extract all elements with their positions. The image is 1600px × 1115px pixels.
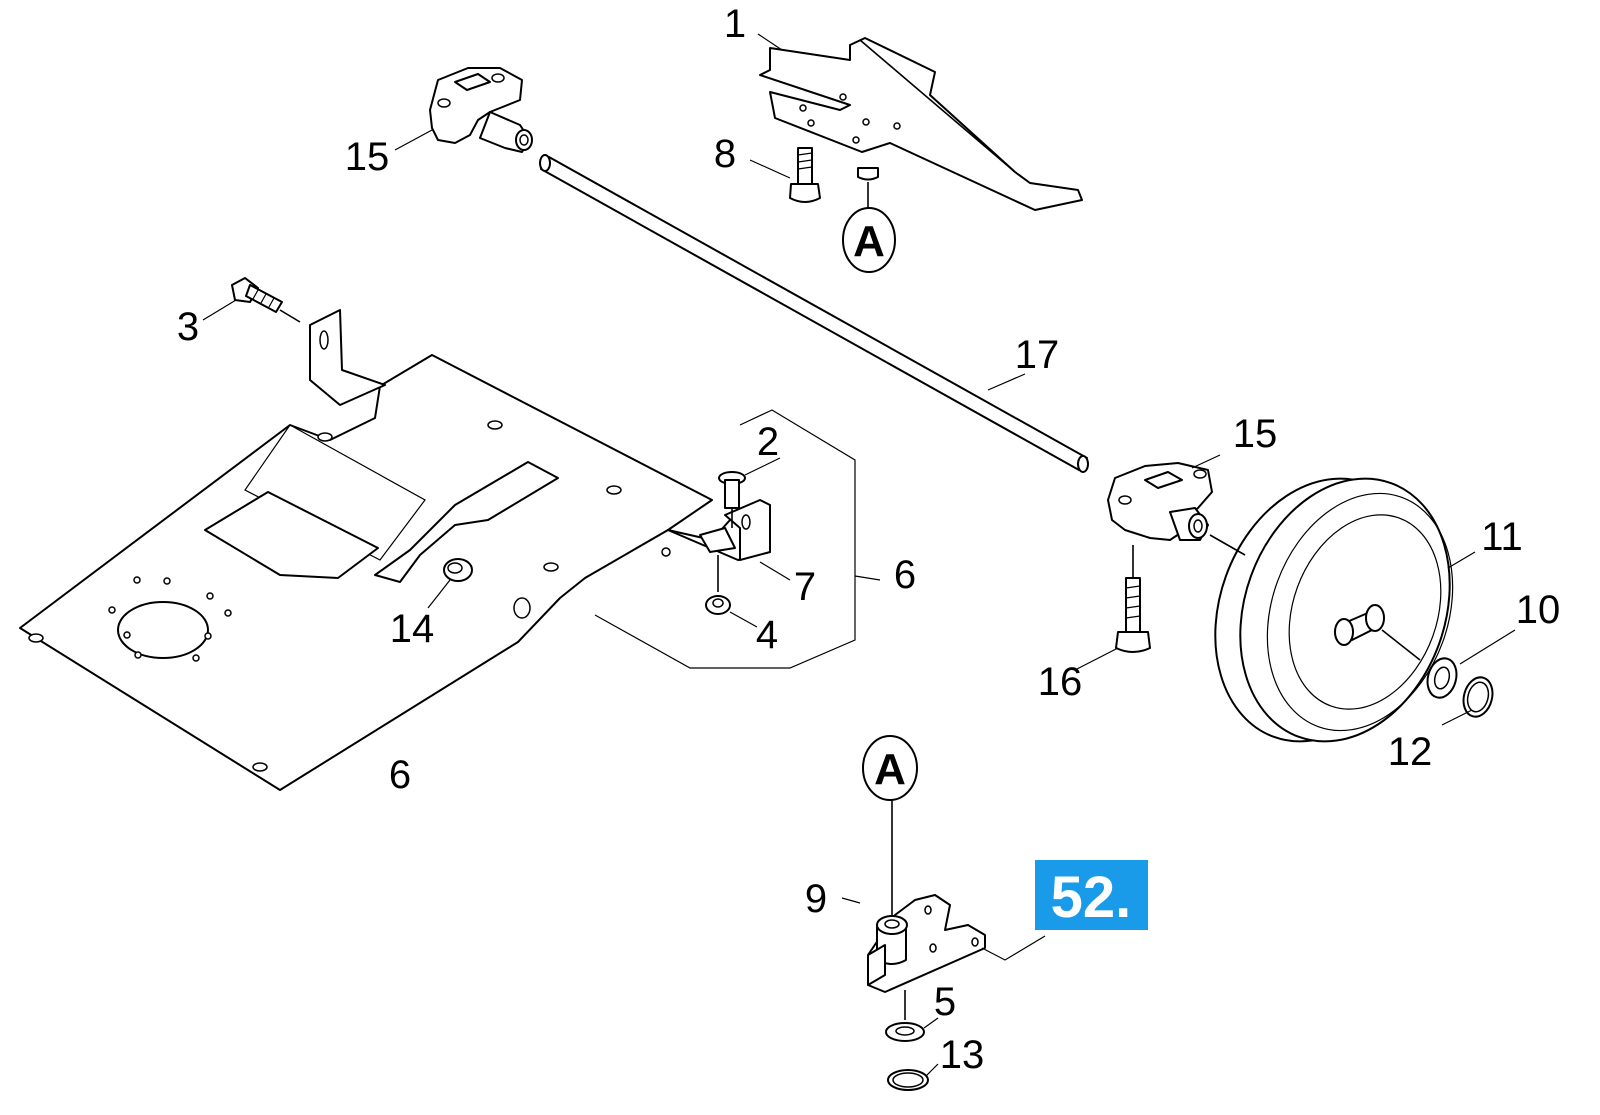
label-part-4: 4 — [756, 613, 778, 657]
bearing-block-part-15-top — [429, 67, 533, 153]
bolt-part-3 — [231, 277, 301, 323]
reference-marker-a-bottom: A — [862, 735, 918, 801]
label-part-13: 13 — [940, 1033, 985, 1077]
callout-badge-text: 52. — [1051, 865, 1132, 930]
label-part-11: 11 — [1481, 515, 1523, 559]
nut-part-4 — [705, 555, 731, 615]
reference-marker-a-bottom-text: A — [874, 745, 906, 794]
reference-marker-a-text: A — [853, 217, 885, 266]
callout-badge: 52. — [1035, 860, 1148, 930]
wheel-part-11 — [1209, 477, 1454, 743]
circlip-part-13 — [887, 1069, 929, 1091]
label-part-15-top: 15 — [345, 135, 390, 179]
rivet-part-2 — [718, 471, 746, 528]
label-part-15-right: 15 — [1233, 412, 1278, 456]
label-part-7: 7 — [794, 565, 816, 609]
label-part-2: 2 — [757, 420, 779, 464]
leader-lines — [202, 33, 1516, 1077]
label-part-1: 1 — [724, 2, 746, 46]
circlip-part-12 — [1462, 676, 1494, 718]
group-bracket-6 — [594, 409, 856, 669]
reference-marker-a-top: A — [842, 182, 896, 273]
label-part-8: 8 — [714, 132, 736, 176]
mounting-clip-part-7 — [667, 499, 771, 561]
label-part-14: 14 — [390, 607, 435, 651]
label-part-12: 12 — [1388, 730, 1433, 774]
caster-bracket-part-9 — [867, 800, 1046, 993]
label-part-5: 5 — [934, 980, 956, 1024]
label-part-6-group: 6 — [894, 553, 916, 597]
label-part-3: 3 — [177, 305, 199, 349]
label-part-16: 16 — [1038, 660, 1083, 704]
bearing-block-part-15-right — [1107, 462, 1213, 541]
bracket-part-1 — [759, 37, 1083, 211]
callout-badge-background — [1035, 860, 1148, 930]
bolt-part-16 — [1115, 545, 1151, 653]
base-plate-part-6 — [19, 309, 713, 791]
washer-part-10 — [1426, 657, 1458, 699]
label-part-9: 9 — [805, 877, 827, 921]
washer-part-5 — [885, 990, 925, 1042]
axle-rod-part-17 — [539, 154, 1089, 473]
part-labels: 1 15 8 3 17 2 6 15 11 10 7 14 4 16 12 6 … — [177, 2, 1560, 1077]
label-part-6: 6 — [389, 753, 411, 797]
label-part-17: 17 — [1015, 333, 1060, 377]
label-part-10: 10 — [1516, 588, 1561, 632]
bolt-part-8 — [789, 147, 821, 203]
